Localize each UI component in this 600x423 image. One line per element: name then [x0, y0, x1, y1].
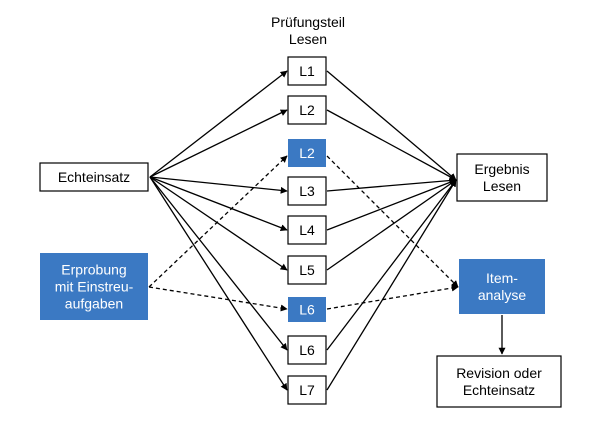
edge-arrow: [326, 284, 459, 310]
edge-arrow: [326, 109, 457, 181]
edge-arrow: [149, 176, 288, 271]
node-l3: L3: [287, 176, 327, 206]
node-l7: L7: [287, 375, 327, 405]
node-label: mit Einstreu-: [55, 279, 134, 295]
diagram-title-line-1: Prüfungsteil: [271, 14, 345, 30]
node-box: [287, 255, 327, 285]
edge-arrow: [149, 176, 288, 231]
edge-arrow: [149, 176, 288, 351]
node-label: Ergebnis: [474, 161, 529, 177]
node-l1: L1: [287, 56, 327, 86]
node-box: [287, 56, 327, 86]
edge-arrow: [326, 177, 457, 192]
node-label: Lesen: [483, 178, 521, 194]
edge-arrow: [148, 155, 288, 288]
node-l6: L6: [287, 335, 327, 365]
node-box: [288, 297, 326, 322]
edge-arrow: [326, 179, 457, 391]
node-box: [287, 95, 327, 125]
node-l4: L4: [287, 215, 327, 245]
node-box: [287, 215, 327, 245]
node-itemanalyse: Item-analyse: [459, 259, 545, 314]
node-label: L5: [299, 262, 315, 278]
node-l2: L2: [287, 95, 327, 125]
node-echteinsatz: Echteinsatz: [39, 162, 149, 192]
edge-arrow: [149, 70, 288, 178]
node-label: Echteinsatz: [58, 169, 130, 185]
node-label: Erprobung: [61, 262, 126, 278]
edge-arrow: [149, 176, 288, 194]
edge-arrow: [149, 109, 288, 178]
node-box: [436, 355, 562, 408]
node-box: [456, 153, 548, 202]
edge-arrow: [148, 286, 288, 312]
node-l6b: L6: [288, 297, 326, 322]
edge-arrow: [326, 70, 457, 181]
node-box: [287, 375, 327, 405]
node-l2b: L2: [288, 139, 326, 167]
node-label: L4: [299, 222, 315, 238]
node-label: Item-: [486, 270, 518, 286]
node-label: L2: [299, 102, 315, 118]
node-label: analyse: [478, 287, 526, 303]
edge-arrow: [326, 179, 457, 231]
diagram-title-line-2: Lesen: [289, 31, 327, 47]
edge-arrow: [149, 176, 288, 391]
edges: [148, 70, 506, 391]
node-box: [39, 162, 149, 192]
node-label: L6: [299, 302, 315, 318]
node-box: [287, 335, 327, 365]
node-label: aufgaben: [65, 296, 123, 312]
node-box: [40, 253, 148, 320]
node-box: [287, 176, 327, 206]
node-label: L3: [299, 183, 315, 199]
node-box: [459, 259, 545, 314]
node-label: L7: [299, 382, 315, 398]
node-label: Revision oder: [456, 365, 542, 381]
node-box: [288, 139, 326, 167]
edge-arrow: [326, 179, 457, 351]
node-label: L1: [299, 63, 315, 79]
edge-arrow: [326, 155, 459, 288]
edge-arrow: [326, 179, 457, 271]
node-label: L2: [299, 145, 315, 161]
node-l5: L5: [287, 255, 327, 285]
node-label: Echteinsatz: [463, 382, 535, 398]
node-label: L6: [299, 342, 315, 358]
